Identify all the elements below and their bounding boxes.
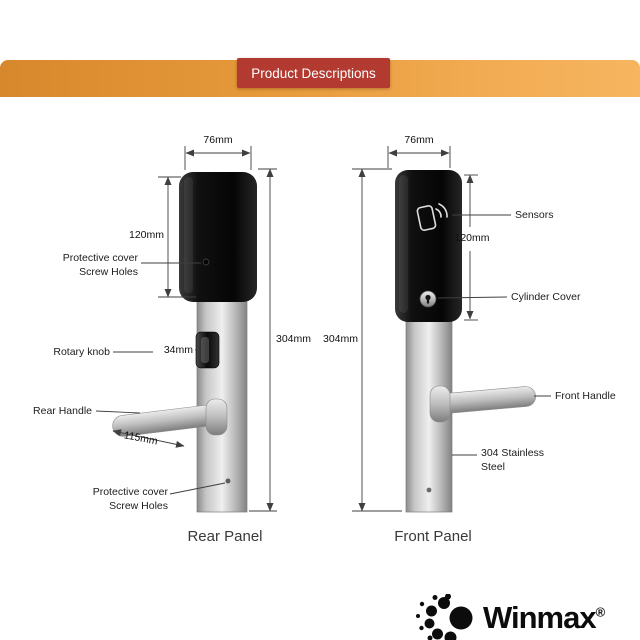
sensor-icon — [416, 203, 448, 231]
rear-black-cover — [179, 172, 257, 302]
winmax-dots-icon — [416, 594, 473, 640]
sensors-label: Sensors — [515, 209, 554, 221]
stainless-steel-label: 304 Stainless Steel — [481, 447, 545, 473]
rear-handle-label: Rear Handle — [33, 405, 92, 417]
brand-name: Winmax — [483, 600, 597, 635]
cylinder-cover-leader — [437, 296, 508, 299]
rear-screw-hole-top — [202, 258, 210, 266]
front-cover-highlight — [399, 175, 408, 313]
rotary-knob-highlight — [201, 337, 209, 363]
front-total-height-dim-label: 304mm — [322, 333, 358, 345]
rotary-knob-label: Rotary knob — [53, 346, 110, 358]
rear-screw-hole-bottom — [225, 478, 231, 484]
rear-handle-leader — [95, 410, 141, 414]
keyhole-icon — [425, 294, 431, 301]
front-lock-illustration — [395, 170, 536, 513]
rear-cover-highlight — [184, 177, 193, 293]
knob-dim-label: 34mm — [163, 344, 193, 356]
section-title-text: Product Descriptions — [251, 65, 376, 81]
winmax-logo: Winmax® — [414, 594, 605, 640]
rear-lock-illustration — [112, 172, 257, 513]
winmax-wordmark: Winmax® — [483, 600, 605, 636]
front-screw-hole-bottom — [426, 487, 432, 493]
rear-screw-holes-top-label: Protective cover Screw Holes — [62, 252, 138, 278]
front-handle-base — [429, 385, 451, 423]
rear-handle-base — [205, 398, 228, 436]
front-cover-height-dim-label: 120mm — [454, 232, 490, 244]
front-width-dim-label: 76mm — [404, 134, 434, 146]
rear-panel-caption: Rear Panel — [187, 528, 263, 545]
rear-total-height-dim-label: 304mm — [276, 333, 312, 345]
keyhole-slot — [426, 298, 430, 304]
handle-length-dim-line — [112, 429, 185, 448]
rear-screw-bottom-leader — [169, 482, 226, 495]
rear-screw-holes-bottom-label: Protective cover Screw Holes — [92, 486, 168, 512]
dimension-lines — [95, 146, 551, 512]
front-panel-caption: Front Panel — [394, 528, 472, 545]
cylinder-cover-label: Cylinder Cover — [511, 291, 581, 303]
front-handle-label: Front Handle — [555, 390, 616, 402]
rear-width-dim-label: 76mm — [203, 134, 233, 146]
rear-cover-height-dim-label: 120mm — [128, 229, 164, 241]
section-title: Product Descriptions — [237, 58, 390, 88]
registered-mark: ® — [595, 604, 606, 620]
